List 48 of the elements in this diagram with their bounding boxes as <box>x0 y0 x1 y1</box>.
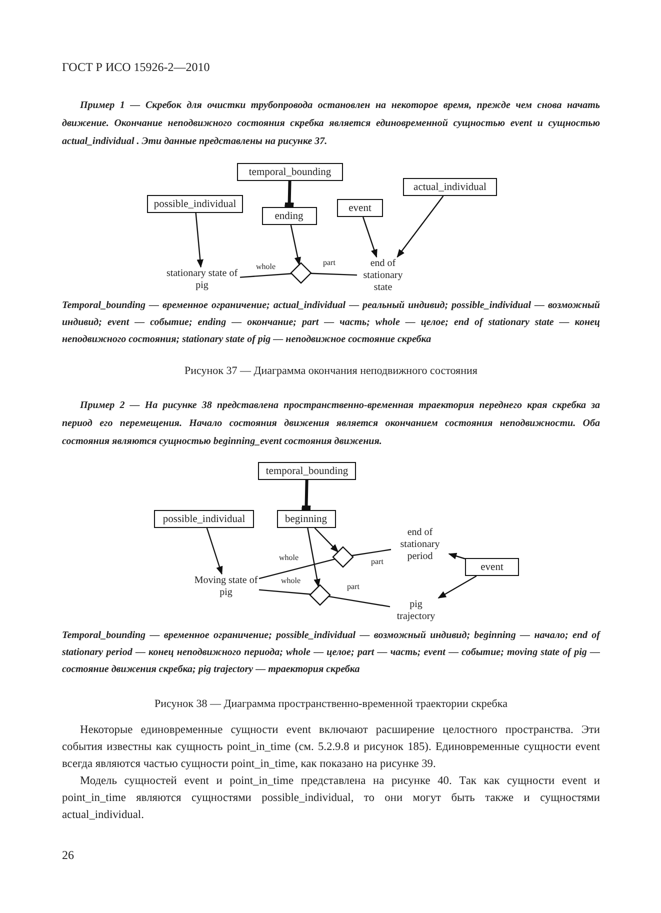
relationship-diamond <box>290 262 312 284</box>
arrow <box>290 224 301 266</box>
example-paragraph: Пример 1 — Скребок для очистки трубопровода остановлен на некоторое время, прежде чем снова начать движение. Окончание неподвижного состояния скребка является единовременной сущностью event и сущностью actual_individual . Эти данные представлены на рисунке 37. <box>62 99 600 149</box>
body-paragraph: Некоторые единовременные сущности event включают расширение целостного пространства. Эти события известны как сущность point_in_time (см. 5.2.9.8 и рисунок 185). Единовременные сущности event всегда являются частью сущности point_in_time, как показано на рисунке 39. <box>62 723 600 772</box>
relationship-diamond <box>309 584 331 606</box>
edge-label: part <box>346 582 360 591</box>
entity-box: actual_individual <box>403 178 497 196</box>
entity-box: temporal_bounding <box>237 163 343 181</box>
entity-box: possible_individual <box>147 195 243 213</box>
entity-box: possible_individual <box>154 510 254 528</box>
page-header: ГОСТ Р ИСО 15926-2—2010 <box>62 60 211 75</box>
connector-line <box>352 548 392 556</box>
page-number: 26 <box>62 848 75 863</box>
body-paragraph: Модель сущностей event и point_in_time представлена на рисунке 40. Так как сущности event и point_in_time являются сущностями possible_individual, то они могут быть также и сущностями actual_individual. <box>62 774 600 823</box>
state-text: stationary state of pig <box>164 267 240 293</box>
connector-line <box>258 589 311 595</box>
entity-box: beginning <box>276 510 336 528</box>
edge-label: part <box>322 258 336 267</box>
entity-box: temporal_bounding <box>258 462 356 480</box>
edge-label: part <box>370 557 384 566</box>
connector-line <box>240 273 292 278</box>
entity-box: ending <box>262 207 316 225</box>
arrow <box>307 528 320 588</box>
arrow <box>314 528 339 553</box>
edge-label: whole <box>255 262 277 271</box>
state-text: end of stationary period <box>391 526 449 564</box>
arrow <box>438 575 477 599</box>
entity-box: event <box>337 199 383 217</box>
legend-note: Temporal_bounding — временное ограничение; actual_individual — реальный индивид; possible_individual — возможный индивид; event — событие; ending — окончание; part — часть; whole — целое; end of stationary state — конец неподвижного состояния; stationary state of pig — неподвижное состояние скребка <box>62 299 600 347</box>
arrow <box>206 528 223 575</box>
connector-line <box>258 558 336 580</box>
edge-label: whole <box>278 553 300 562</box>
state-text: end of stationary state <box>357 257 409 295</box>
entity-box: event <box>465 558 519 576</box>
arrow <box>195 212 204 268</box>
legend-note: Temporal_bounding — временное ограничение; possible_individual — возможный индивид; beginning — начало; end of stationary period — конец неподвижного периода; whole — целое; part — часть; event — событие; moving state of pig — состояние движения скребка; pig trajectory — траектория скребка <box>62 629 600 677</box>
example-paragraph: Пример 2 — На рисунке 38 представлена пространственно-временная траектория переднего края скребка за период его перемещения. Начало состояния движения является окончанием состояния неподвижности. Оба состояния являются сущностью beginning_event состояния движения. <box>62 399 600 449</box>
figure-caption: Рисунок 37 — Диаграмма окончания неподвижного состояния <box>184 364 478 379</box>
edge-label: whole <box>280 576 302 585</box>
arrow <box>448 552 466 560</box>
arrow <box>396 196 444 258</box>
state-text: pig trajectory <box>390 598 442 624</box>
arrow <box>362 216 378 258</box>
connector-line <box>310 272 358 276</box>
relationship-diamond <box>332 546 354 568</box>
connector-line <box>328 596 390 608</box>
state-text: Moving state of pig <box>193 574 259 600</box>
figure-caption: Рисунок 38 — Диаграмма пространственно-временной траектории скребка <box>154 697 508 712</box>
